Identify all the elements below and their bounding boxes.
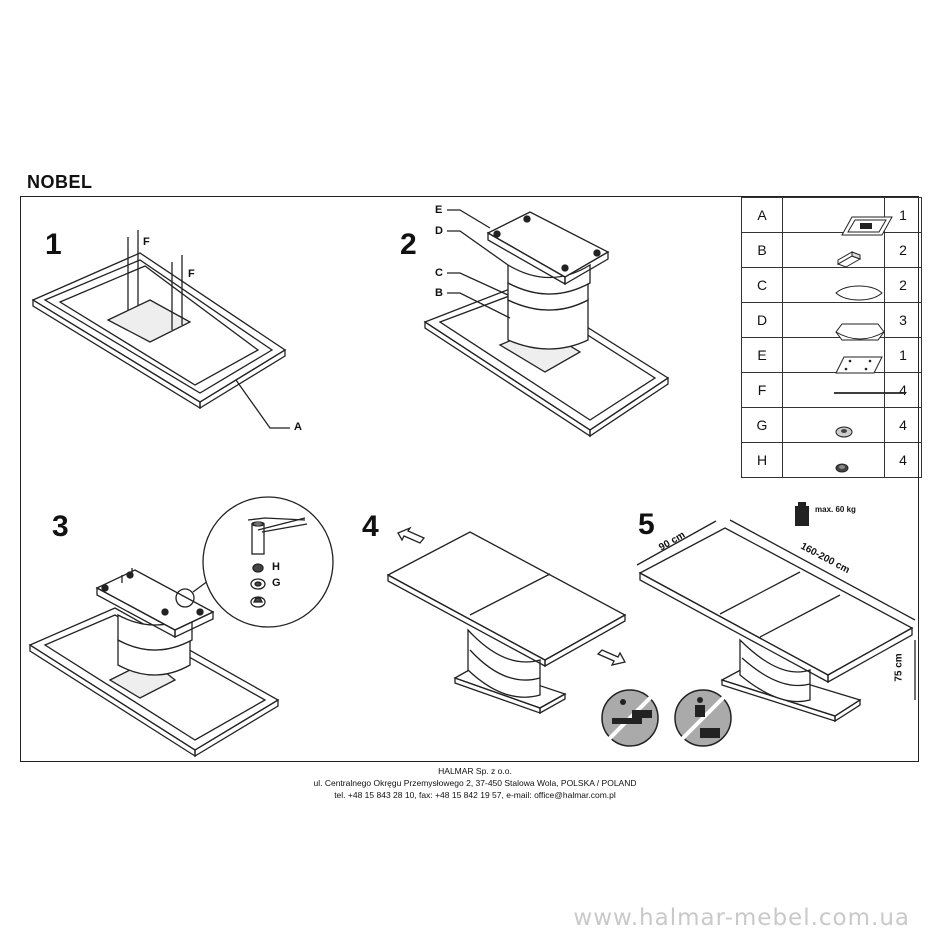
website-watermark: www.halmar-mebel.com.ua (573, 905, 910, 931)
step-5-number: 5 (638, 508, 655, 541)
company-address: ul. Centralnego Okręgu Przemysłowego 2, … (313, 778, 637, 788)
part-letter: F (741, 372, 783, 408)
document-title: NOBEL (27, 172, 93, 192)
part-quantity: 1 (884, 337, 922, 373)
label-b: B (435, 287, 443, 299)
table-frame-icon (782, 197, 893, 236)
step-4-number: 4 (362, 510, 379, 543)
part-quantity: 2 (884, 232, 922, 268)
max-load-label: max. 60 kg (815, 505, 856, 514)
part-quantity: 2 (884, 267, 922, 303)
part-quantity: 1 (884, 197, 922, 233)
nut-icon (782, 442, 885, 478)
part-quantity: 4 (884, 372, 922, 408)
label-d: D (435, 225, 443, 237)
label-a: A (294, 421, 302, 433)
label-f-2: F (188, 268, 195, 280)
step-1-number: 1 (45, 228, 62, 261)
step-2-number: 2 (400, 228, 417, 261)
height-dimension: 75 cm (893, 653, 905, 682)
part-quantity: 4 (884, 407, 922, 443)
label-f-1: F (143, 236, 150, 248)
company-contact: tel. +48 15 843 28 10, fax: +48 15 842 1… (334, 790, 616, 800)
step-3-number: 3 (52, 510, 69, 543)
mounting-plate-icon (782, 337, 885, 374)
company-footer: HALMAR Sp. z o.o. ul. Centralnego Okręgu… (0, 765, 950, 801)
label-g: G (272, 577, 281, 589)
part-letter: D (741, 302, 783, 338)
company-name: HALMAR Sp. z o.o. (438, 766, 512, 776)
octagon-plate-icon (782, 302, 885, 341)
label-c: C (435, 267, 443, 279)
instruction-frame (20, 196, 919, 762)
part-quantity: 4 (884, 442, 922, 478)
part-quantity: 3 (884, 302, 922, 338)
part-letter: B (741, 232, 783, 268)
block-icon (782, 232, 885, 268)
label-h: H (272, 561, 280, 573)
label-e: E (435, 204, 443, 216)
part-letter: H (741, 442, 783, 478)
part-letter: G (741, 407, 783, 443)
